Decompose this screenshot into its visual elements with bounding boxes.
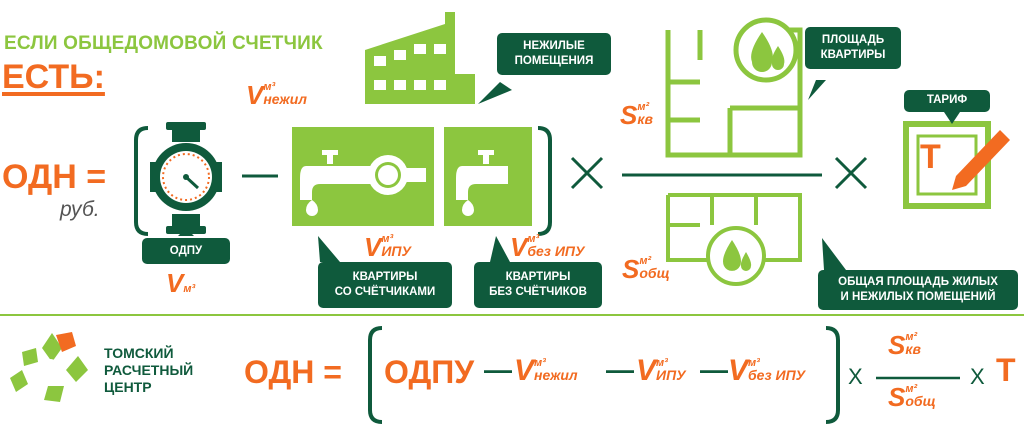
bubble-non-residential: НЕЖИЛЫЕ ПОМЕЩЕНИЯ: [497, 33, 611, 75]
var-v-odpu-sup: м³: [183, 283, 196, 295]
var-s-kv-bottom-base: S: [888, 330, 906, 360]
bubble-total-area-line2: И НЕЖИЛЫХ ПОМЕЩЕНИЙ: [840, 291, 996, 303]
bubble-non-residential-line1: НЕЖИЛЫЕ: [523, 40, 585, 52]
var-v-nonres-bottom-sup: м³: [534, 357, 546, 369]
var-v-nonres-base: V: [246, 80, 264, 110]
bracket-right-top: [537, 126, 552, 236]
currency-label: руб.: [60, 198, 100, 221]
bubble-odpu: ОДПУ: [142, 238, 230, 264]
var-s-total-bottom-base: S: [888, 382, 906, 412]
var-v-no-ipu-sup: м³: [527, 233, 540, 245]
var-v-ipu-sup: м³: [381, 233, 394, 245]
var-v-nonres-sup: м³: [263, 81, 276, 93]
times-bottom-2: Х: [970, 364, 985, 389]
tariff-pencil-icon: [903, 121, 1010, 209]
bubble-tariff: ТАРИФ: [904, 90, 990, 112]
water-drop-icon-top: [733, 17, 799, 83]
bubble-apartment-area-line1: ПЛОЩАДЬ: [821, 34, 885, 46]
bubble-with-meters-line1: КВАРТИРЫ: [352, 271, 418, 283]
var-v-no-ipu-bottom-sup: м³: [748, 357, 760, 369]
var-s-total-bottom-sub: общ: [905, 393, 936, 409]
odn-label-bottom: ОДН =: [244, 354, 342, 390]
times-left: [570, 156, 604, 190]
var-s-kv-bottom-sub: кв: [905, 341, 921, 357]
var-s-kv-sup: м²: [637, 101, 650, 113]
var-v-ipu-base: V: [364, 232, 382, 262]
tariff-letter-top: Т: [920, 138, 941, 176]
tariff-letter-bottom: Т: [996, 352, 1016, 388]
bubble-total-area-line1: ОБЩАЯ ПЛОЩАДЬ ЖИЛЫХ: [838, 276, 998, 288]
var-s-total-sup: м²: [639, 255, 652, 267]
bubble-without-meters: КВАРТИРЫ БЕЗ СЧЁТЧИКОВ: [474, 262, 602, 308]
var-v-no-ipu-base: V: [510, 232, 528, 262]
bubble-with-meters: КВАРТИРЫ СО СЧЁТЧИКАМИ: [318, 262, 452, 308]
tap-icon: [444, 127, 532, 226]
tap-meter-icon: [292, 127, 434, 226]
var-s-kv-sub: кв: [637, 111, 653, 127]
var-v-ipu-bottom-sub: ИПУ: [656, 367, 686, 383]
var-v-no-ipu-bottom-base: V: [728, 354, 749, 387]
var-s-kv-bottom-sup: м²: [905, 331, 918, 343]
bubble-apartment-area-line2: КВАРТИРЫ: [820, 49, 886, 61]
var-v-no-ipu-sub: без ИПУ: [527, 243, 585, 259]
bubble-without-meters-line1: КВАРТИРЫ: [505, 271, 571, 283]
bubble-with-meters-line2: СО СЧЁТЧИКАМИ: [334, 286, 436, 298]
times-bottom-1: Х: [848, 364, 863, 389]
var-v-ipu-sub: ИПУ: [381, 243, 411, 259]
bracket-left-bottom: [368, 326, 383, 424]
logo-line3: ЦЕНТР: [104, 379, 152, 395]
minus-bottom-1: —: [484, 354, 512, 385]
odn-label-top: ОДН =: [2, 158, 107, 196]
building-plan-icon: [666, 193, 802, 262]
bubble-total-area: ОБЩАЯ ПЛОЩАДЬ ЖИЛЫХ И НЕЖИЛЫХ ПОМЕЩЕНИЙ: [818, 270, 1018, 310]
logo-line2: РАСЧЕТНЫЙ: [104, 362, 194, 378]
var-s-kv-base: S: [620, 100, 638, 130]
var-v-ipu-bottom-sup: м³: [656, 357, 668, 369]
odpu-label-bottom: ОДПУ: [384, 354, 475, 390]
bubble-non-residential-line2: ПОМЕЩЕНИЯ: [514, 55, 594, 67]
logo-mark-icon: [10, 332, 88, 402]
logo-text: ТОМСКИЙ РАСЧЕТНЫЙ ЦЕНТР: [104, 345, 193, 396]
bubble-apartment-area: ПЛОЩАДЬ КВАРТИРЫ: [805, 27, 901, 69]
var-v-nonres-sub: нежил: [263, 91, 307, 107]
var-v-nonres-bottom-sub: нежил: [534, 367, 578, 383]
var-v-nonres-bottom-base: V: [514, 354, 535, 387]
var-v-odpu-base: V: [166, 268, 184, 298]
minus-bottom-3: —: [700, 354, 728, 385]
logo-line1: ТОМСКИЙ: [104, 345, 174, 361]
var-s-total-sub: общ: [639, 265, 670, 281]
times-right: [834, 156, 868, 190]
heading-line1: ЕСЛИ ОБЩЕДОМОВОЙ СЧЕТЧИК: [4, 33, 323, 54]
minus-bottom-2: —: [606, 354, 634, 385]
var-v-no-ipu-bottom-sub: без ИПУ: [748, 367, 806, 383]
bracket-right-bottom: [825, 326, 840, 424]
var-s-total-base: S: [622, 254, 640, 284]
odpu-meter-icon: [150, 122, 222, 234]
bubble-without-meters-line2: БЕЗ СЧЁТЧИКОВ: [489, 286, 587, 298]
heading-line2: ЕСТЬ:: [2, 58, 105, 96]
var-v-ipu-bottom-base: V: [636, 354, 657, 387]
var-s-total-bottom-sup: м²: [905, 383, 918, 395]
water-drop-icon-bottom: [706, 226, 766, 286]
building-icon: [365, 12, 475, 104]
bracket-left-top: [134, 126, 149, 236]
